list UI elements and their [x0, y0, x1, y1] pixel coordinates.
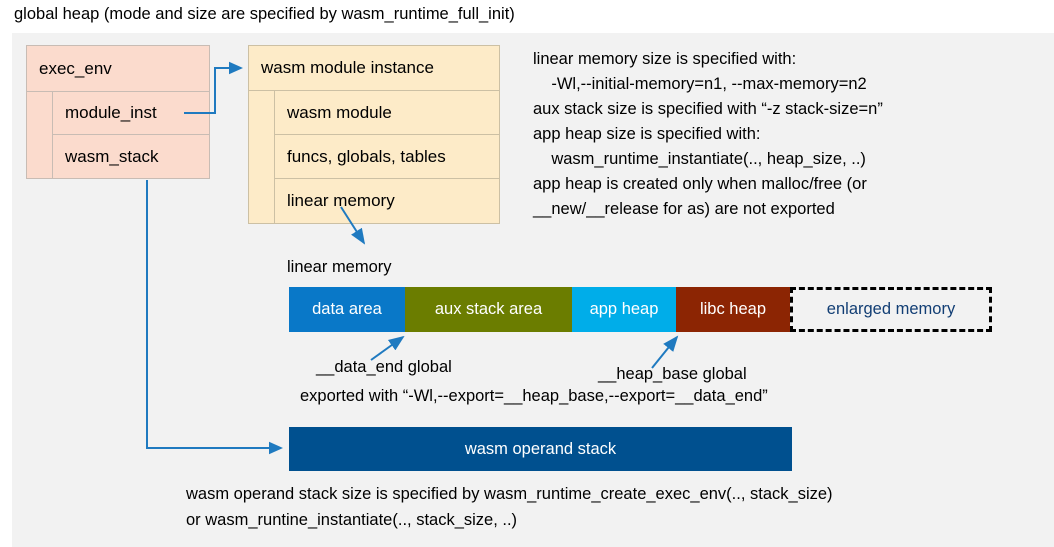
wasm-module-instance-field-funcs-globals-tables: funcs, globals, tables [275, 135, 499, 179]
wasm-module-instance-gutter [249, 91, 275, 223]
wasm-module-instance-field-linear-memory: linear memory [287, 191, 395, 210]
annotation-data-end: __data_end global [316, 358, 452, 376]
memory-segment-libc-heap: libc heap [676, 287, 790, 332]
memory-segment-data-area: data area [289, 287, 405, 332]
wasm-module-instance-field-wasm-module: wasm module [275, 91, 499, 135]
annotation-heap-base: __heap_base global [598, 365, 747, 383]
memory-segment-enlarged-memory: enlarged memory [790, 287, 992, 332]
exec-env-title: exec_env [27, 46, 209, 92]
operand-stack-notes: wasm operand stack size is specified by … [186, 485, 833, 529]
wasm-module-instance-title: wasm module instance [249, 46, 499, 91]
exec-env-field-wasm-stack: wasm_stack [65, 146, 159, 166]
wasm-module-instance-box: wasm module instance wasm module funcs, … [248, 45, 500, 224]
exec-env-gutter [27, 92, 53, 178]
exec-env-field-module-inst: module_inst [53, 92, 209, 135]
page-title: global heap (mode and size are specified… [14, 5, 515, 23]
exec-env-box: exec_env module_inst wasm_stack [26, 45, 210, 179]
wasm-operand-stack-box: wasm operand stack [289, 427, 792, 471]
linear-memory-label: linear memory [287, 258, 392, 276]
memory-segment-app-heap: app heap [572, 287, 676, 332]
memory-segment-aux-stack-area: aux stack area [405, 287, 572, 332]
annotation-exported-symbols: exported with “-Wl,--export=__heap_base,… [300, 387, 768, 405]
configuration-notes: linear memory size is specified with: -W… [533, 50, 883, 218]
